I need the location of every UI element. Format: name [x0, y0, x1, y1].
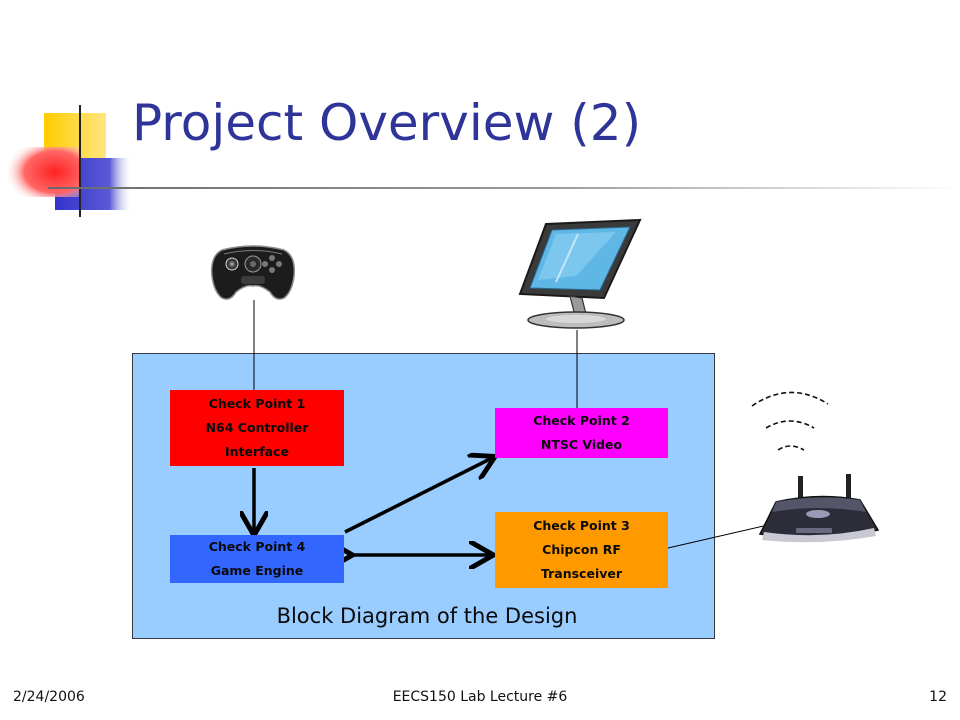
checkpoint-4-block: Check Point 4 Game Engine [170, 535, 344, 583]
checkpoint-3-line-1: Check Point 3 [533, 518, 630, 533]
wireless-router-icon [758, 474, 880, 543]
diagram-caption: Block Diagram of the Design [276, 604, 578, 628]
checkpoint-1-block: Check Point 1 N64 Controller Interface [170, 390, 344, 466]
footer-page-number: 12 [929, 689, 947, 705]
checkpoint-3-line-3: Transceiver [540, 566, 623, 581]
wireless-signal-icon [751, 391, 829, 451]
checkpoint-3-line-2: Chipcon RF [542, 542, 621, 557]
arrow-cp4-to-cp2 [344, 458, 492, 534]
footer-date: 2/24/2006 [13, 689, 85, 705]
footer-course: EECS150 Lab Lecture #6 [392, 689, 568, 705]
checkpoint-2-block: Check Point 2 NTSC Video [495, 408, 668, 458]
checkpoint-2-line-2: NTSC Video [540, 437, 623, 452]
corner-decoration [8, 105, 133, 217]
checkpoint-4-line-1: Check Point 4 [208, 539, 306, 554]
checkpoint-2-line-1: Check Point 2 [533, 413, 630, 428]
checkpoint-1-line-2: N64 Controller [205, 420, 309, 435]
checkpoint-1-line-3: Interface [225, 444, 289, 459]
checkpoint-1-line-1: Check Point 1 [208, 396, 306, 411]
checkpoint-4-line-2: Game Engine [210, 563, 304, 578]
checkpoint-3-block: Check Point 3 Chipcon RF Transceiver [495, 512, 668, 588]
title-underline [48, 187, 960, 189]
game-controller-icon [210, 245, 296, 300]
router-link-line [667, 524, 769, 549]
slide-title: Project Overview (2) [132, 94, 642, 152]
monitor-icon [518, 218, 642, 329]
